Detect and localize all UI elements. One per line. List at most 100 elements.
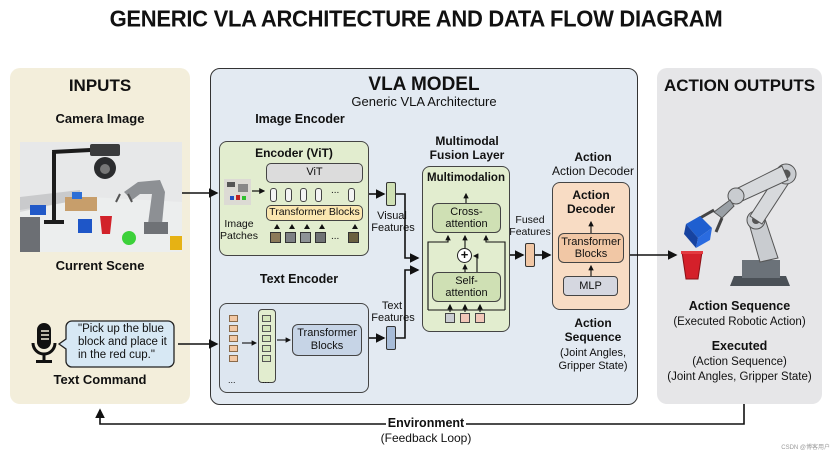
vla-model-heading: VLA MODEL [368,74,480,95]
patch-input-row [270,224,363,248]
image-patch [315,232,326,243]
output-action-sequence-detail: (Executed Robotic Action) [673,316,806,328]
text-transformer-blocks [292,324,362,356]
visual-features-label-2: Features [371,222,415,234]
fusion-token-visual [445,313,455,323]
arrow-text-to-fusion [396,265,420,339]
self-attention-block [432,272,501,302]
text-token-column [229,315,239,375]
feedback-loop-line [100,404,745,425]
image-patch [285,232,296,243]
decoder-box-title-1: Action [572,188,610,202]
text-transformer-label-2: Blocks [310,340,344,352]
action-outputs-heading: ACTION OUTPUTS [663,76,816,95]
arrow-residual [472,253,479,272]
self-attention-label-2: attention [445,287,488,299]
fused-features-label-1: Fused [515,214,545,226]
text-token-ellipsis-2: ... [262,375,270,385]
add-operator-icon: + [457,248,472,263]
text-token-ellipsis-1: ... [228,375,236,385]
text-token [229,335,238,342]
fusion-token-text-1 [460,313,470,323]
command-line-1: "Pick up the blue [78,323,164,335]
text-token [229,345,238,352]
cross-attention-block [432,203,501,233]
decoder-transformer-blocks [558,233,624,263]
image-patch [348,232,359,243]
vit-token [348,188,355,202]
arrow-skip-right [483,234,506,310]
camera-scene-photo [20,142,182,252]
decoder-transformer-label-2: Blocks [574,248,608,260]
decoder-transformer-label-1: Transformer [561,236,621,248]
vit-token [285,188,292,202]
patch-ellipsis: ... [331,231,340,242]
text-embedding [262,325,271,332]
action-sequence-detail-2: Gripper State) [558,360,628,372]
text-embedding-tokens [262,315,272,375]
cross-attention-label-1: Cross- [450,206,483,218]
vit-token [300,188,307,202]
feedback-loop-label: (Feedback Loop) [380,431,472,445]
vit-token-row [266,186,363,204]
mlp-block [563,276,618,296]
text-transformer-label-1: Transformer [297,327,357,339]
patch-arrow [304,224,310,229]
decoder-box-title-2: Decoder [566,202,616,216]
image-patches-label-1: Image [224,218,254,230]
image-patch [270,232,281,243]
image-patch-thumbnail [224,179,251,205]
inputs-heading: INPUTS [68,76,132,95]
text-token [229,315,238,322]
fusion-token-text-2 [475,313,485,323]
diagram-title: GENERIC VLA ARCHITECTURE AND DATA FLOW D… [109,5,723,32]
command-line-3: in the red cup." [78,349,155,361]
decoder-label-1: Action [574,150,612,164]
self-attention-label-1: Self- [455,275,478,287]
vit-token [315,188,322,202]
action-sequence-label-1: Action [574,316,612,330]
image-patch [300,232,311,243]
current-scene-label: Current Scene [55,258,145,273]
vla-model-subheading: Generic VLA Architecture [351,94,497,109]
red-cup-icon [681,250,703,280]
vit-block [266,163,363,183]
vit-token [270,188,277,202]
vit-token-ellipsis: ... [331,185,340,196]
fused-features-label-2: Features [509,226,551,238]
camera-image-label: Camera Image [55,111,145,126]
text-features-label-2: Features [371,312,415,324]
action-sequence-label-2: Sequence [564,330,622,344]
text-token [229,355,238,362]
text-features-label-1: Text [381,300,403,312]
text-features-vector [386,326,396,350]
executed-detail-1: (Action Sequence) [692,356,787,368]
action-sequence-detail-1: (Joint Angles, [559,347,627,359]
feedback-environment-label: Environment [386,416,466,430]
text-command-label: Text Command [53,372,147,387]
watermark: CSDN @博客用户 [781,445,830,451]
robot-arm-illustration [670,150,820,290]
action-outputs-panel [657,68,822,404]
executed-title: Executed [711,339,768,353]
text-embedding [262,355,271,362]
executed-detail-2: (Joint Angles, Gripper State) [667,371,812,383]
arrow-visual-to-fusion [396,193,420,263]
text-embedding [262,315,271,322]
patch-arrow [319,224,325,229]
vit-transformer-label: Transformer Blocks [269,206,360,218]
output-action-sequence-title: Action Sequence [688,299,791,313]
mlp-label: MLP [579,280,602,292]
text-embedding [262,345,271,352]
fusion-box-title: Multimodalion [427,172,505,184]
command-speech-bubble: "Pick up the blue block and place it in … [57,320,178,368]
cross-attention-label-2: attention [445,218,488,230]
text-token [229,325,238,332]
arrow-skip-left [427,234,451,310]
vit-encoder-title: Encoder (ViT) [255,146,333,160]
text-encoder-label: Text Encoder [259,272,339,286]
fused-features-vector [525,243,535,267]
patch-arrow [274,224,280,229]
vit-transformer-blocks [266,205,363,221]
